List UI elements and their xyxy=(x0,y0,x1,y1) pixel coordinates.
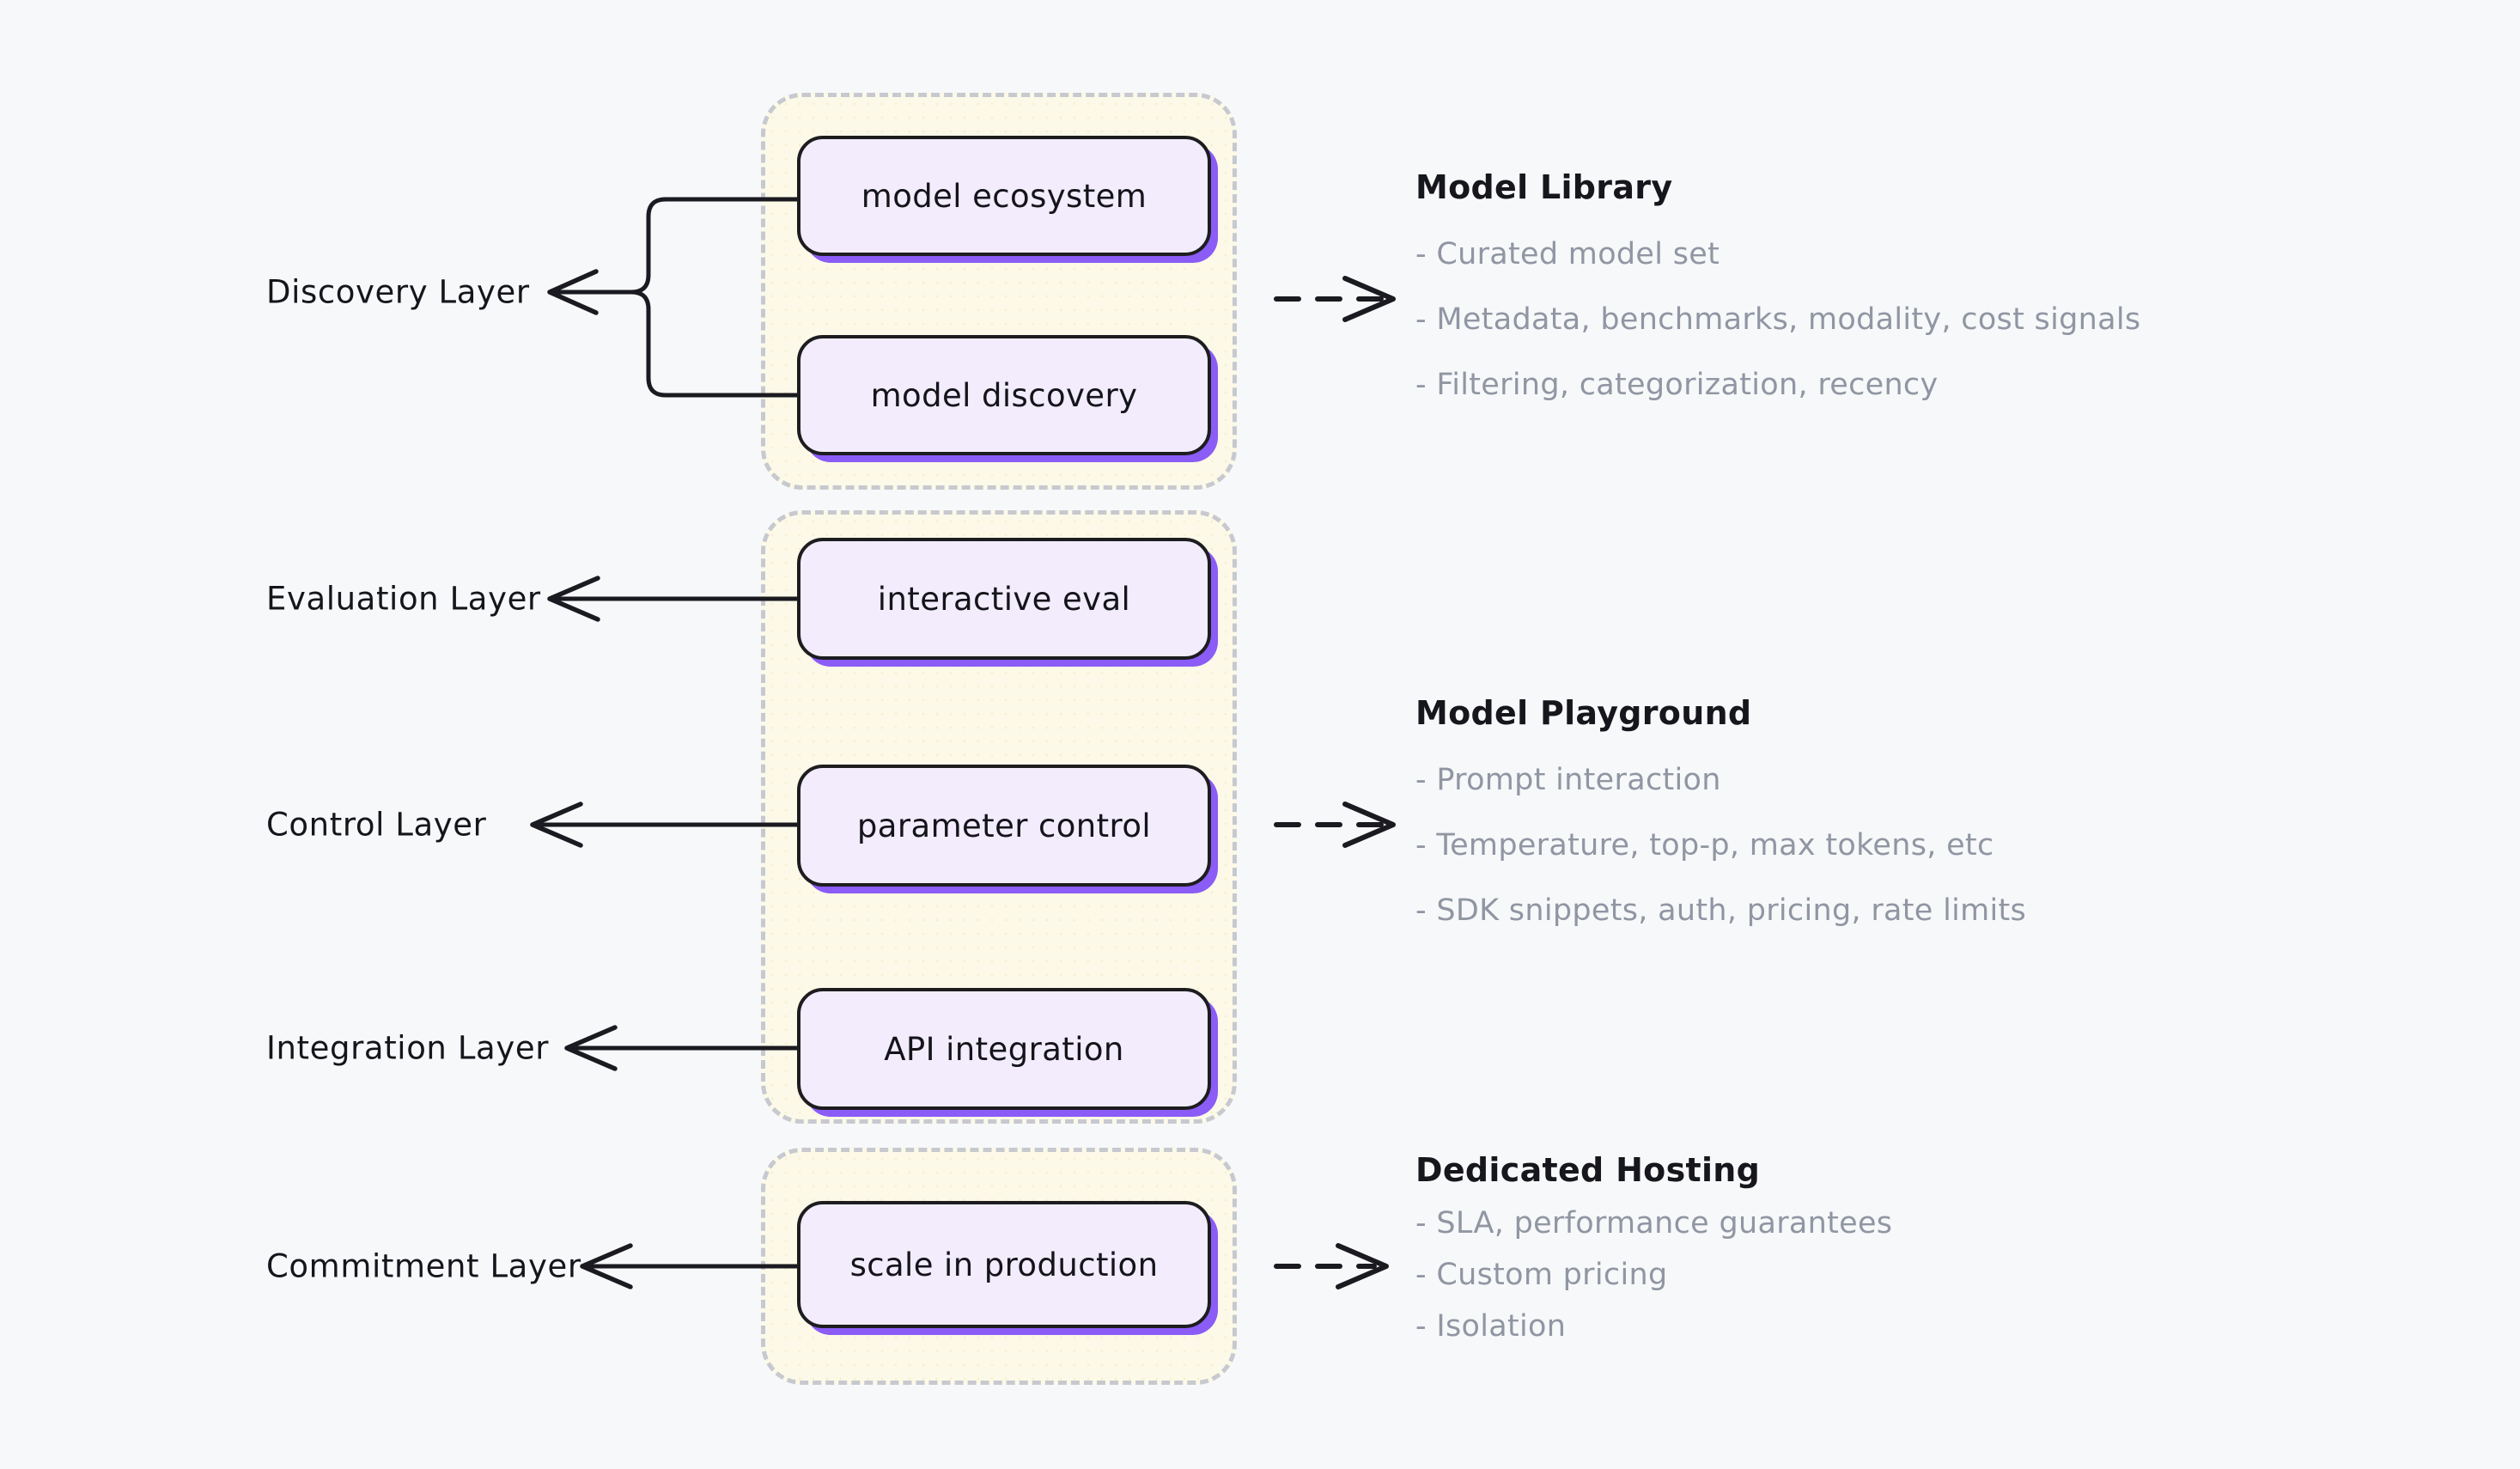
panel-title: Model Playground xyxy=(1415,694,1752,732)
node-model-ecosystem[interactable]: model ecosystem xyxy=(797,136,1211,256)
node-label: API integration xyxy=(884,1030,1124,1068)
panel-list: - Prompt interaction - Temperature, top-… xyxy=(1415,763,2292,928)
panel-item: - SLA, performance guarantees xyxy=(1415,1206,1893,1240)
node-label: interactive eval xyxy=(877,580,1131,618)
label-discovery-layer: Discovery Layer xyxy=(266,273,530,311)
label-commitment-layer: Commitment Layer xyxy=(266,1247,581,1285)
panel-list: - Curated model set - Metadata, benchmar… xyxy=(1415,237,2292,402)
node-parameter-control[interactable]: parameter control xyxy=(797,765,1211,887)
node-label: model discovery xyxy=(870,376,1138,414)
node-api-integration[interactable]: API integration xyxy=(797,988,1211,1110)
node-label: parameter control xyxy=(856,807,1152,844)
panel-item: - SDK snippets, auth, pricing, rate limi… xyxy=(1415,893,2027,928)
panel-title: Dedicated Hosting xyxy=(1415,1151,1761,1189)
connector-control xyxy=(530,802,800,848)
panel-dedicated-hosting: Dedicated Hosting - SLA, performance gua… xyxy=(1415,1151,2292,1344)
panel-model-playground: Model Playground - Prompt interaction - … xyxy=(1415,694,2292,928)
node-label: scale in production xyxy=(849,1246,1159,1283)
dashed-arrow-dedicated-hosting xyxy=(1274,1243,1389,1289)
dashed-arrow-model-playground xyxy=(1274,802,1396,848)
panel-item: - Filtering, categorization, recency xyxy=(1415,368,1939,402)
label-control-layer: Control Layer xyxy=(266,806,487,844)
node-scale-in-production[interactable]: scale in production xyxy=(797,1201,1211,1328)
panel-item: - Prompt interaction xyxy=(1415,763,1721,797)
label-evaluation-layer: Evaluation Layer xyxy=(266,580,541,618)
node-model-discovery[interactable]: model discovery xyxy=(797,335,1211,455)
panel-item: - Custom pricing xyxy=(1415,1258,1668,1292)
label-integration-layer: Integration Layer xyxy=(266,1029,549,1067)
panel-item: - Curated model set xyxy=(1415,237,1720,271)
panel-item: - Isolation xyxy=(1415,1309,1567,1344)
panel-model-library: Model Library - Curated model set - Meta… xyxy=(1415,168,2292,402)
node-interactive-eval[interactable]: interactive eval xyxy=(797,538,1211,660)
node-label: model ecosystem xyxy=(861,177,1147,215)
dashed-arrow-model-library xyxy=(1274,276,1396,322)
panel-item: - Temperature, top-p, max tokens, etc xyxy=(1415,828,1994,863)
panel-list: - SLA, performance guarantees - Custom p… xyxy=(1415,1206,2292,1344)
panel-title: Model Library xyxy=(1415,168,1673,206)
connector-discovery xyxy=(547,197,800,398)
panel-item: - Metadata, benchmarks, modality, cost s… xyxy=(1415,302,2141,337)
connector-evaluation xyxy=(547,576,800,622)
